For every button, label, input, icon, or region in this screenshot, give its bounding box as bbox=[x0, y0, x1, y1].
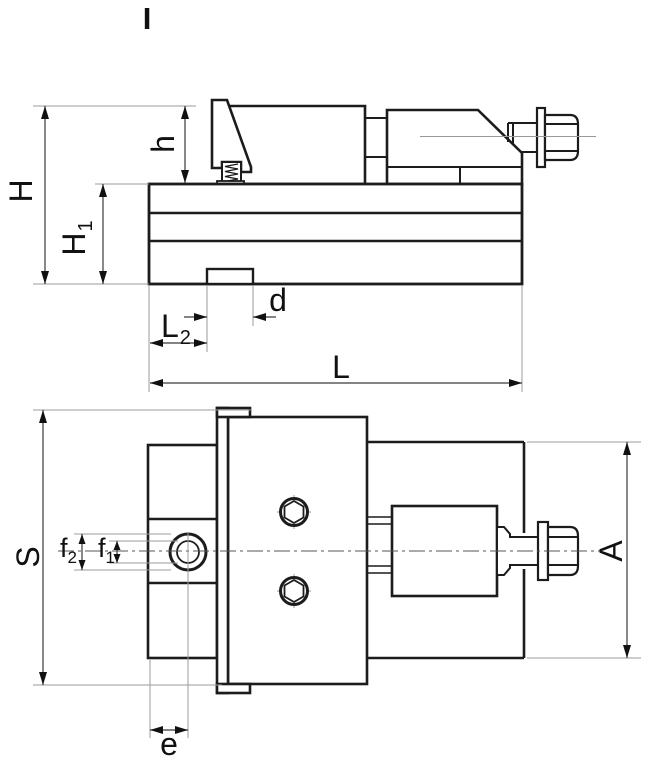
socket-screw-top bbox=[277, 495, 311, 529]
socket-screw-bottom bbox=[277, 574, 311, 608]
dim-label-L2: L2 bbox=[161, 308, 191, 349]
dim-label-f2: f2 bbox=[60, 533, 77, 567]
dimension-H1: H1 bbox=[56, 184, 107, 284]
spring-housing-side bbox=[216, 161, 245, 186]
dimension-h: h bbox=[145, 106, 189, 183]
main-body-plan bbox=[367, 440, 526, 660]
dim-label-e: e bbox=[160, 726, 178, 758]
screw-passage-side bbox=[365, 117, 387, 158]
dim-label-h: h bbox=[145, 135, 181, 153]
extension-lines-plan bbox=[33, 409, 641, 738]
dimension-S: S bbox=[10, 410, 47, 685]
lead-screw-plan bbox=[496, 520, 580, 582]
hex-nut-side bbox=[543, 113, 580, 162]
spring-icon bbox=[224, 163, 239, 183]
vise-base-side bbox=[147, 182, 524, 286]
hex-nut-plan bbox=[546, 525, 580, 577]
dimension-f2: f2 bbox=[60, 533, 86, 570]
lead-screw-side bbox=[507, 106, 580, 169]
side-view bbox=[147, 98, 596, 286]
hex-socket-icon bbox=[283, 578, 305, 604]
plan-view bbox=[58, 406, 600, 695]
dim-label-d: d bbox=[269, 282, 287, 318]
dim-label-H1: H1 bbox=[56, 220, 97, 255]
dimension-A: A bbox=[593, 442, 631, 658]
extension-lines-side bbox=[33, 105, 523, 392]
dimension-e: e bbox=[150, 726, 188, 758]
dimension-L: L bbox=[150, 349, 522, 387]
dim-label-H: H bbox=[3, 179, 39, 202]
dimension-L2: L2 bbox=[150, 308, 207, 349]
washer-side bbox=[535, 106, 547, 169]
jaw-plate-bottom-tab bbox=[215, 682, 252, 695]
dimension-f1: f1 bbox=[98, 533, 121, 567]
dim-label-f1: f1 bbox=[98, 533, 115, 567]
dimensions: H H1 h d L2 bbox=[3, 1, 641, 758]
screw-thread-lines-plan bbox=[367, 516, 392, 574]
view-marker-label: I bbox=[143, 1, 152, 36]
dim-label-A: A bbox=[593, 540, 629, 562]
rear-bracket-side bbox=[385, 108, 524, 186]
dimension-H: H bbox=[3, 106, 49, 284]
alignment-key-side bbox=[205, 267, 255, 286]
dim-label-S: S bbox=[10, 546, 46, 567]
jaw-plate-top-tab bbox=[215, 406, 252, 419]
dimension-d: d bbox=[184, 282, 287, 321]
hex-socket-icon bbox=[283, 499, 305, 525]
dim-label-L: L bbox=[332, 349, 350, 385]
